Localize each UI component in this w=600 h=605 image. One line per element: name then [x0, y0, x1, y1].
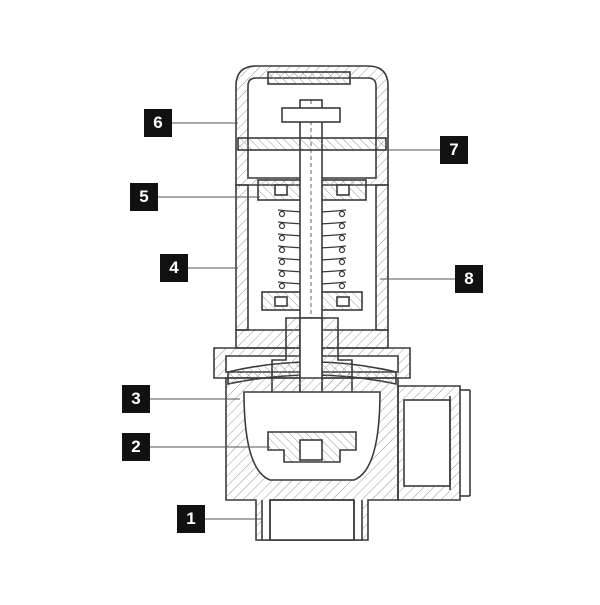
- leader-lines: [150, 122, 455, 520]
- callout-8: 8: [455, 265, 483, 293]
- valve-body: [213, 65, 471, 541]
- callout-6: 6: [144, 109, 172, 137]
- callout-7: 7: [440, 136, 468, 164]
- callout-5: 5: [130, 183, 158, 211]
- spring-housing-left-wall: [235, 184, 249, 331]
- stem-top-button: [281, 107, 341, 123]
- callout-4: 4: [160, 254, 188, 282]
- callout-1: 1: [177, 505, 205, 533]
- callout-3: 3: [122, 385, 150, 413]
- callout-2: 2: [122, 433, 150, 461]
- cap-top-slot: [267, 71, 351, 85]
- spring-housing-right-wall: [375, 184, 389, 331]
